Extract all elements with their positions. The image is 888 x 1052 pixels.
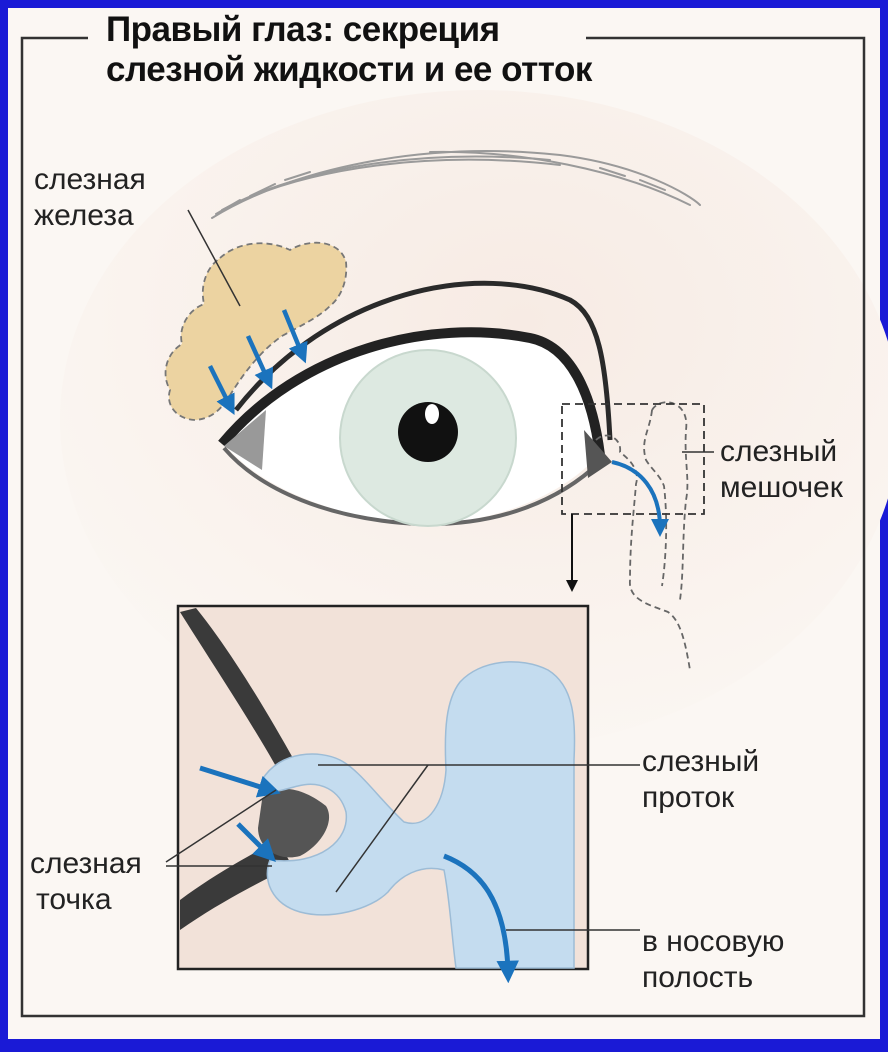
title-line-1: Правый глаз: секреция xyxy=(106,10,592,50)
nasal-label-line-2: полость xyxy=(642,960,784,996)
duct-label-line-1: слезный xyxy=(642,744,759,780)
pupil-highlight xyxy=(425,404,439,424)
page-title: Правый глаз: секреция слезной жидкости и… xyxy=(106,10,592,90)
punctum-label-line-2: точка xyxy=(30,882,142,918)
punctum-label: слезная точка xyxy=(30,846,142,918)
gland-label: слезная железа xyxy=(34,162,146,234)
punctum-label-line-1: слезная xyxy=(30,846,142,882)
sac-label-line-2: мешочек xyxy=(720,470,843,506)
sac-label: слезный мешочек xyxy=(720,434,843,506)
duct-label-line-2: проток xyxy=(642,780,759,816)
gland-label-line-2: железа xyxy=(34,198,146,234)
sac-label-line-1: слезный xyxy=(720,434,843,470)
nasal-label: в носовую полость xyxy=(642,924,784,996)
title-line-2: слезной жидкости и ее отток xyxy=(106,50,592,90)
nasal-label-line-1: в носовую xyxy=(642,924,784,960)
gland-label-line-1: слезная xyxy=(34,162,146,198)
duct-label: слезный проток xyxy=(642,744,759,816)
